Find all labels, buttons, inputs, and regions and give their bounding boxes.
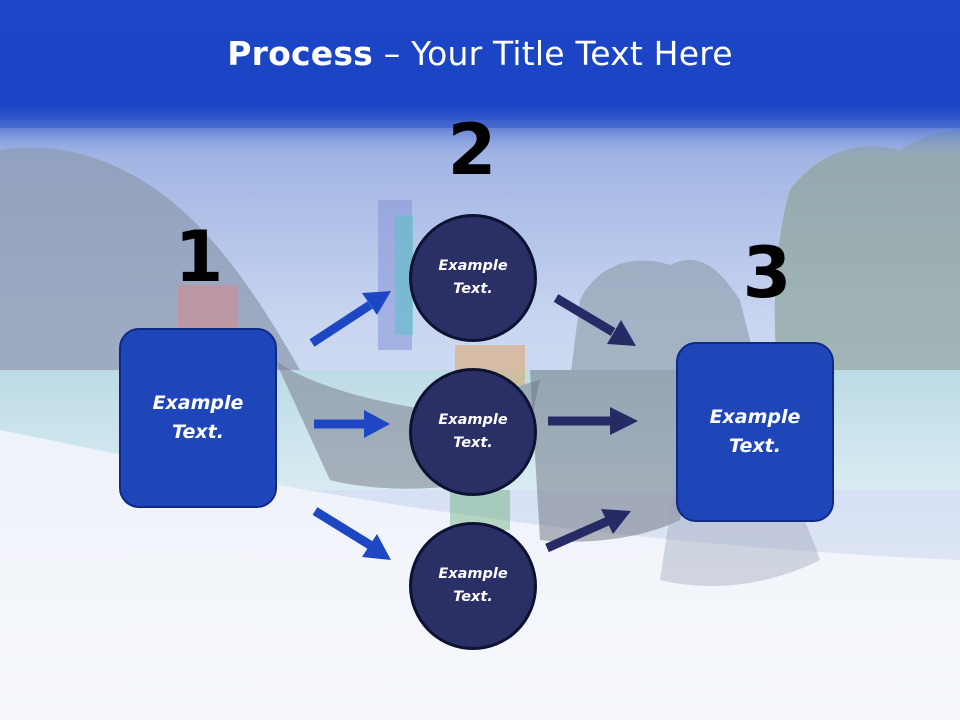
- step-2-circle-top[interactable]: Example Text.: [409, 214, 537, 342]
- arrow-1-to-circle-top: [309, 291, 391, 347]
- step-3-box[interactable]: Example Text.: [676, 342, 834, 522]
- title-bold: Process: [227, 33, 374, 73]
- arrow-1-to-circle-bottom: [312, 507, 391, 560]
- step-2-circle-middle[interactable]: Example Text.: [409, 368, 537, 496]
- arrow-1-to-circle-middle: [314, 410, 390, 438]
- slide-title: Process – Your Title Text Here: [227, 34, 733, 73]
- arrow-top-to-3: [553, 294, 636, 346]
- step-number-2: 2: [447, 109, 497, 191]
- title-rest: – Your Title Text Here: [373, 33, 733, 73]
- step-2-circle-bottom[interactable]: Example Text.: [409, 522, 537, 650]
- step-number-3: 3: [742, 232, 792, 314]
- step-1-text: Example Text.: [152, 392, 244, 443]
- title-bar: Process – Your Title Text Here: [0, 0, 960, 128]
- arrow-middle-to-3: [548, 407, 638, 435]
- step-number-1: 1: [174, 216, 224, 298]
- title-bar-bg: [0, 0, 960, 128]
- circle-bottom-text: Example Text.: [438, 566, 508, 605]
- arrow-bottom-to-3: [545, 509, 631, 553]
- step-1-box[interactable]: Example Text.: [119, 328, 277, 508]
- step-3-text: Example Text.: [709, 406, 801, 457]
- circle-middle-text: Example Text.: [438, 412, 508, 451]
- circle-top-text: Example Text.: [438, 258, 508, 297]
